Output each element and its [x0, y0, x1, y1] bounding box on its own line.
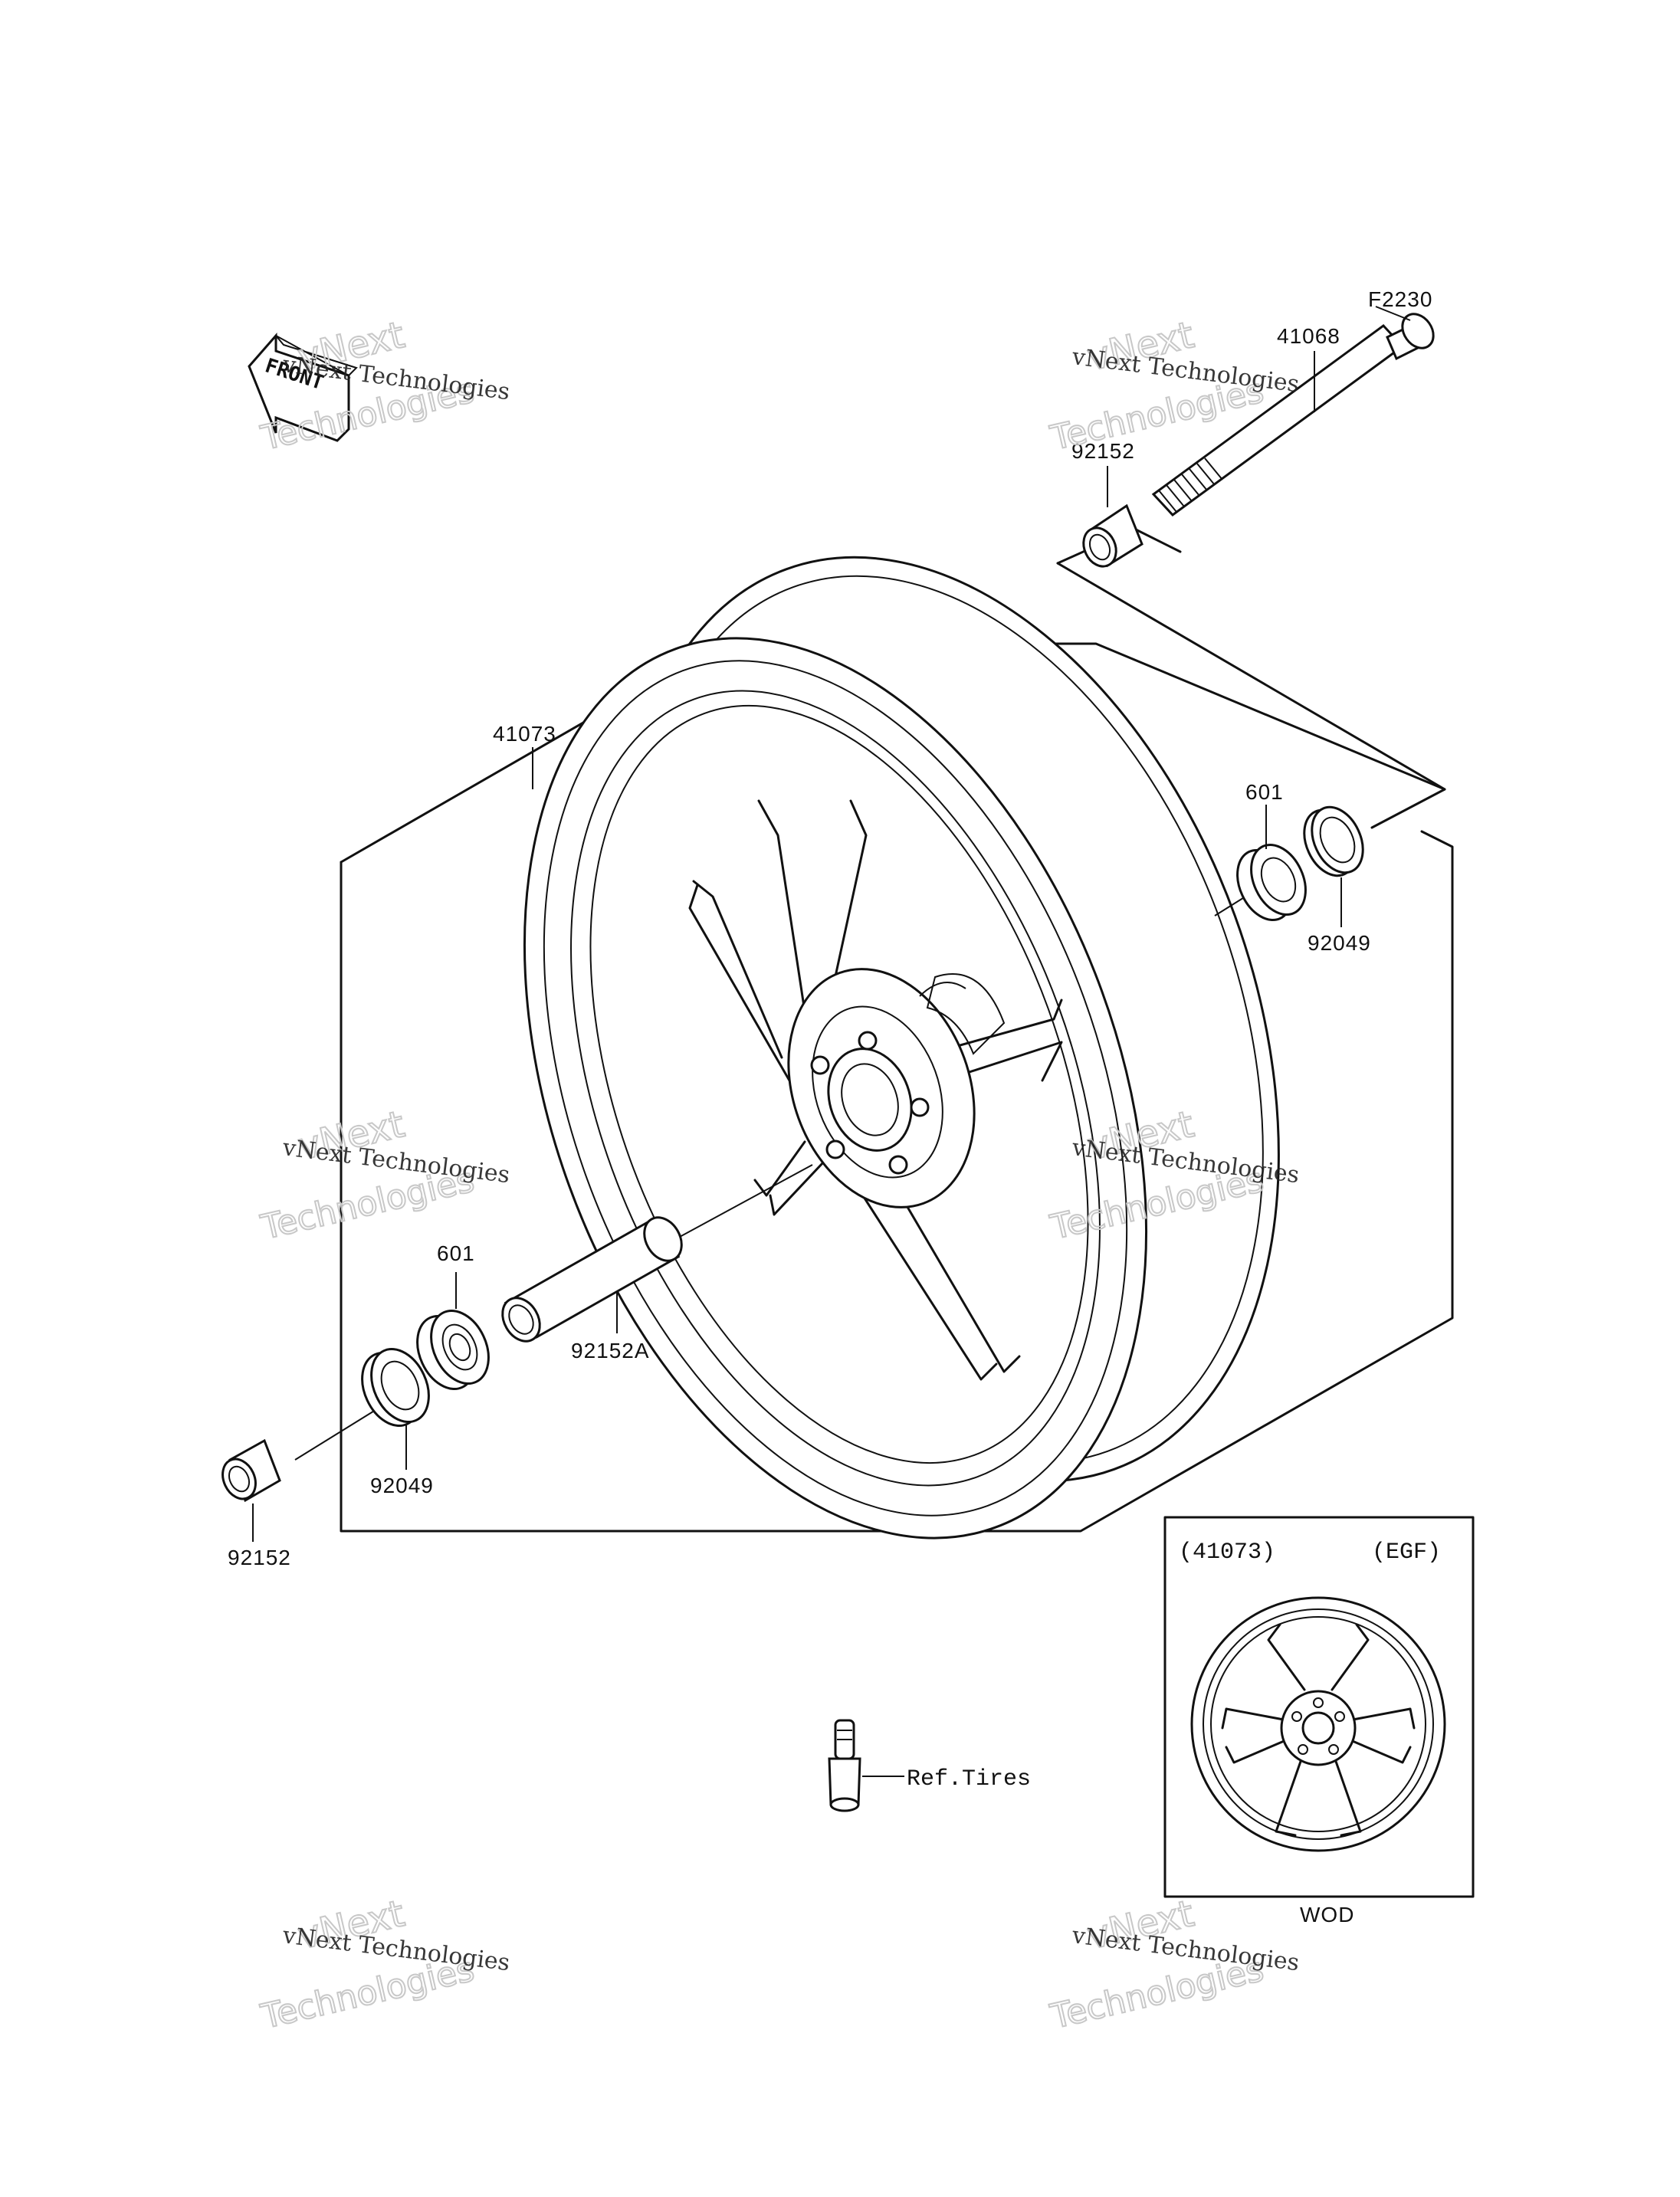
- collar-bottom: [221, 1438, 281, 1503]
- variant-inset-box: [1163, 1516, 1475, 1898]
- front-wheel: [523, 556, 1280, 1540]
- collar-top: [1082, 503, 1144, 568]
- part-label-92152a: 92152A: [571, 1339, 650, 1362]
- part-label-41073: 41073: [493, 722, 556, 746]
- tire-valve-icon: [828, 1719, 861, 1812]
- seal-right: [1303, 805, 1364, 877]
- inset-wheel: [1190, 1596, 1446, 1852]
- bearing-right: [1236, 843, 1307, 922]
- axle-line-left: [294, 1409, 376, 1461]
- axle: [1151, 313, 1435, 517]
- inset-part-label: (41073): [1179, 1540, 1275, 1566]
- part-label-601-right: 601: [1245, 780, 1284, 804]
- leader-f2230: [1375, 306, 1411, 321]
- inset-region-label: (EGF): [1372, 1540, 1441, 1566]
- ref-tires-label: Ref.Tires: [907, 1766, 1031, 1792]
- spacer-tube: [501, 1216, 683, 1343]
- part-label-92152-top: 92152: [1071, 439, 1135, 463]
- assembly-outline-right: [340, 830, 1454, 1533]
- inset-caption: WOD: [1300, 1903, 1354, 1926]
- part-label-41068: 41068: [1277, 324, 1340, 348]
- part-label-92152-bottom: 92152: [228, 1546, 291, 1569]
- axle-connector-line: [1056, 562, 1446, 791]
- seal-left: [361, 1347, 430, 1428]
- part-label-92049-left: 92049: [370, 1474, 434, 1497]
- axle-line-right: [1214, 896, 1246, 917]
- part-label-f2230: F2230: [1368, 287, 1432, 311]
- part-label-92049-right: 92049: [1308, 931, 1371, 955]
- bearing-left: [416, 1309, 490, 1391]
- axle-line-mid: [678, 1164, 813, 1238]
- part-label-601-left: 601: [437, 1241, 475, 1265]
